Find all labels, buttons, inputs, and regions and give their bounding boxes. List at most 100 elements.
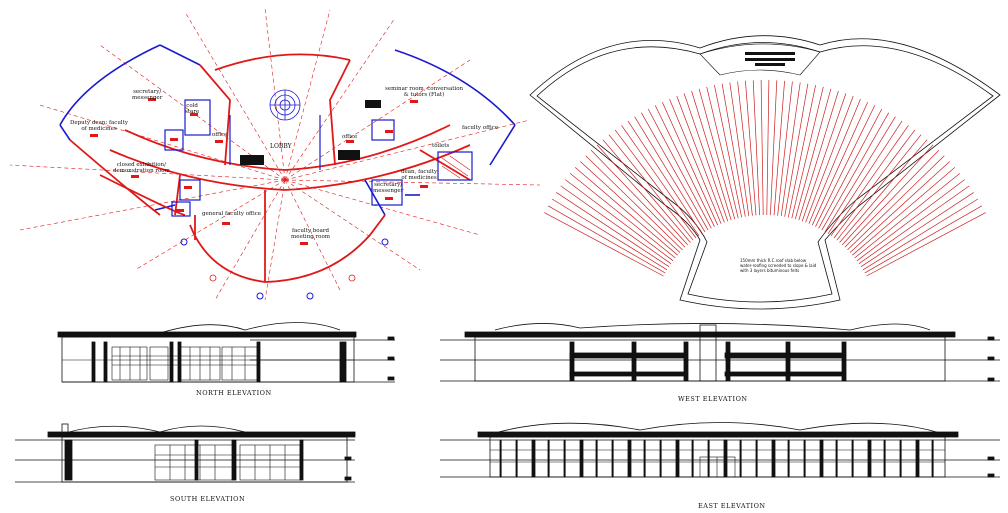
rafter-line <box>721 83 746 217</box>
mullion <box>739 439 742 478</box>
rafter-line <box>580 161 681 253</box>
roof-slab-note: 150mm thick R.C.roof slab below water-ro… <box>740 258 817 273</box>
rafter-line <box>569 173 676 259</box>
room-label-office-left: office <box>212 132 228 138</box>
room-label-toilets: toilets <box>432 143 450 149</box>
south-elevation-caption: SOUTH ELEVATION <box>170 495 246 503</box>
room-label-general-faculty-office: general faculty office <box>202 211 262 217</box>
rafter-line <box>669 98 722 224</box>
rafter-line <box>784 83 809 217</box>
rafter-line <box>547 205 666 274</box>
south-elevation <box>15 423 356 483</box>
mullion <box>691 439 694 478</box>
mullion <box>883 439 886 478</box>
rafter-line <box>833 129 916 239</box>
rafter-line <box>798 90 839 221</box>
north-elevation-caption: NORTH ELEVATION <box>196 389 272 397</box>
rafter-line <box>830 125 909 237</box>
rafter-line <box>585 155 683 251</box>
rafter-line <box>811 101 869 226</box>
mullion <box>515 439 518 478</box>
mullion <box>851 439 854 478</box>
rafter-line <box>818 108 883 229</box>
rafter-line <box>824 116 896 233</box>
rafter-line <box>862 198 979 271</box>
rafter-line <box>714 85 743 218</box>
east-elevation-mullions <box>499 439 934 478</box>
rafter-line <box>760 79 764 216</box>
room-label-cold-store: cold store <box>185 103 200 115</box>
east-elevation-caption: EAST ELEVATION <box>698 502 766 510</box>
mullion <box>755 439 758 478</box>
rafter-line <box>780 82 801 217</box>
mullion <box>611 439 614 478</box>
room-label-secretary-messenger: secretary/ messenger <box>373 182 404 194</box>
rafter-line <box>621 125 700 237</box>
rafter-line <box>815 105 876 227</box>
rafter-line <box>551 198 668 271</box>
rafter-line <box>836 134 922 241</box>
rafter-line <box>864 205 983 274</box>
rafter-line <box>661 101 719 226</box>
west-elevation <box>440 323 1000 382</box>
rafter-line <box>614 129 697 239</box>
mullion <box>771 439 776 478</box>
mullion <box>723 439 728 478</box>
rafter-line <box>847 155 945 251</box>
rafter-line <box>794 88 832 220</box>
rafter-line <box>801 93 847 222</box>
rafter-line <box>849 161 950 253</box>
rafter-line <box>854 173 961 259</box>
rafter-line <box>852 167 956 256</box>
rafter-line <box>745 80 757 216</box>
mullion <box>899 439 902 478</box>
rafter-line <box>842 144 934 246</box>
room-label-deputy-dean: Deputy dean; faculty of medicines <box>70 120 129 132</box>
mullion <box>595 439 598 478</box>
mullion <box>675 439 680 478</box>
room-label-faculty-office: faculty office <box>462 125 499 131</box>
rafter-line <box>821 112 890 231</box>
rafter-line <box>590 150 686 248</box>
rafter-line <box>640 112 709 231</box>
rafter-line <box>844 150 940 248</box>
rafter-line <box>602 139 691 243</box>
room-label-faculty-board: faculty board meeting room <box>291 228 330 240</box>
mullion <box>931 439 934 478</box>
room-label-closed-exhibition: closed exhibition/ demonstration room <box>113 162 170 174</box>
mullion <box>563 439 566 478</box>
rafter-line <box>860 192 974 267</box>
rafter-line <box>858 185 970 264</box>
mullion <box>835 439 838 478</box>
mullion <box>867 439 872 478</box>
mullion <box>787 439 790 478</box>
rafter-line <box>839 139 928 243</box>
mullion <box>579 439 584 478</box>
rafter-line <box>729 82 750 217</box>
north-elevation <box>57 322 395 383</box>
rafter-line <box>787 85 816 218</box>
rafter-line <box>560 185 672 264</box>
rafter-line <box>608 134 694 241</box>
rafter-line <box>777 81 793 216</box>
rafter-line <box>856 179 965 262</box>
floor-plan <box>9 7 541 301</box>
rafter-line <box>706 86 739 219</box>
room-label-office-right: office <box>342 134 358 140</box>
rafter-line <box>676 95 725 223</box>
rafter-line <box>737 81 753 216</box>
rafter-line <box>766 79 770 216</box>
west-elevation-caption: WEST ELEVATION <box>678 395 748 403</box>
mullion <box>547 439 550 478</box>
rafter-line <box>544 212 664 277</box>
rafter-line <box>627 120 703 234</box>
rafter-line <box>691 90 732 221</box>
rafter-line <box>773 80 785 216</box>
mullion <box>803 439 806 478</box>
roof-plan <box>529 35 1001 310</box>
rafter-line <box>596 144 688 246</box>
rafter-line <box>565 179 674 262</box>
rafter-line <box>574 167 678 256</box>
room-label-dean-faculty: dean, faculty of medicines <box>401 169 438 181</box>
room-label-seminar-room: seminar room, conversation & tutors (Fla… <box>385 86 464 98</box>
